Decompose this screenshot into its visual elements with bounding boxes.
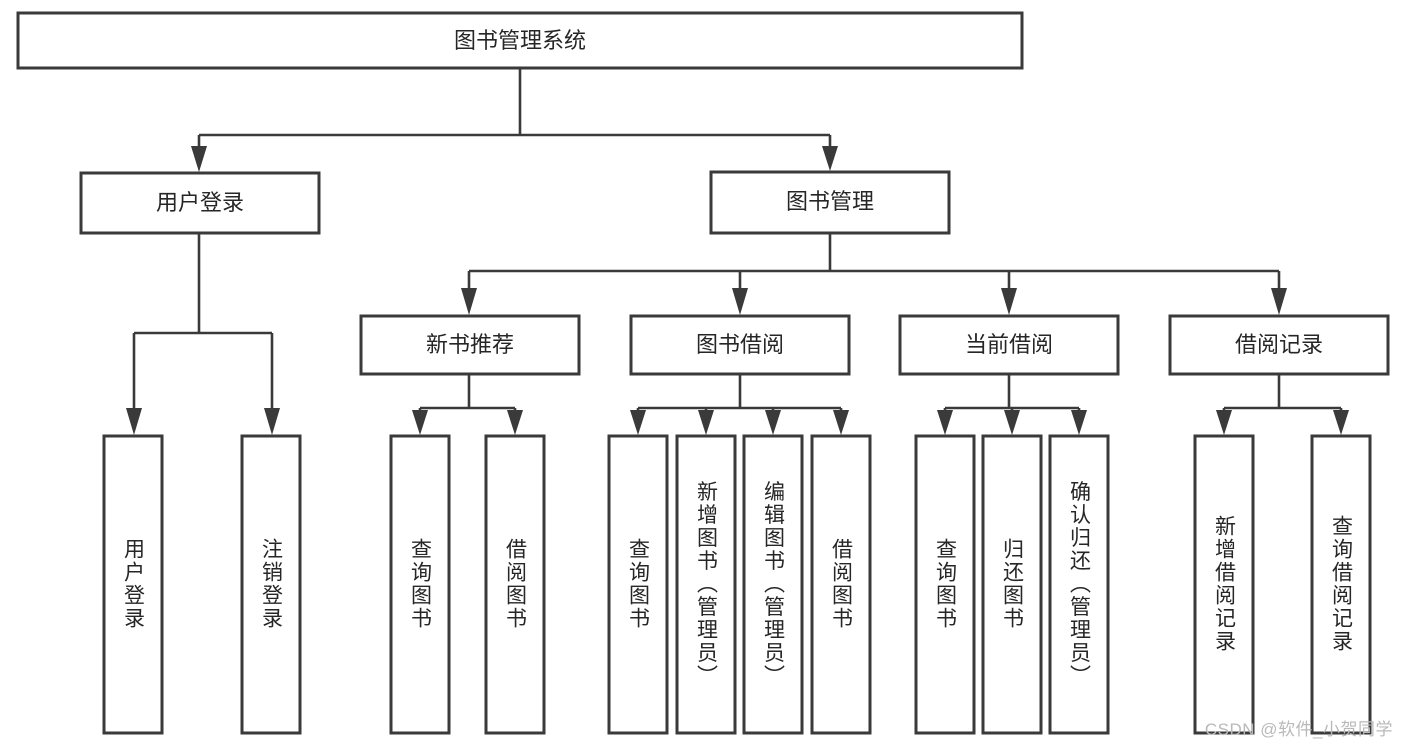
node-leaf-confirm-return-label: 确认归还（管理员） bbox=[1068, 481, 1092, 688]
node-leaf-query-book-2-box[interactable] bbox=[607, 434, 669, 735]
node-leaf-user-logout-box[interactable] bbox=[240, 434, 302, 735]
connector-group-current-borrow bbox=[937, 374, 1087, 435]
node-leaf-query-book-3[interactable]: 查询图书 bbox=[914, 434, 976, 735]
connector-group-root bbox=[191, 68, 838, 172]
node-leaf-add-record-label: 新增借阅记录 bbox=[1213, 515, 1237, 653]
node-leaf-user-login[interactable]: 用户登录 bbox=[102, 434, 164, 735]
arrow-bm-to-new-book-recommend-icon bbox=[461, 288, 477, 315]
node-leaf-add-record[interactable]: 新增借阅记录 bbox=[1193, 434, 1255, 735]
node-leaf-borrow-book-1-label: 借阅图书 bbox=[504, 538, 528, 630]
node-leaf-edit-book-label: 编辑图书（管理员） bbox=[762, 481, 786, 688]
node-leaf-return-book-label: 归还图书 bbox=[1001, 538, 1025, 630]
node-leaf-add-book[interactable]: 新增图书（管理员） bbox=[675, 434, 737, 735]
node-leaf-edit-book-box[interactable] bbox=[742, 434, 804, 735]
node-root[interactable]: 图书管理系统 bbox=[16, 11, 1024, 70]
node-leaf-borrow-book-1[interactable]: 借阅图书 bbox=[484, 434, 546, 735]
node-leaf-query-book-1-box[interactable] bbox=[389, 434, 451, 735]
node-leaf-query-book-1[interactable]: 查询图书 bbox=[389, 434, 451, 735]
node-leaf-query-record[interactable]: 查询借阅记录 bbox=[1310, 434, 1372, 735]
node-book-manage-box[interactable] bbox=[709, 170, 951, 235]
arrow-br-leaf2-icon bbox=[1333, 410, 1349, 435]
connector-group-borrow-record bbox=[1216, 374, 1349, 435]
node-leaf-borrow-book-2-label: 借阅图书 bbox=[830, 538, 854, 630]
node-leaf-return-book-box[interactable] bbox=[981, 434, 1043, 735]
arrow-bm-to-current-borrow-icon bbox=[1001, 288, 1017, 315]
node-borrow-record-box[interactable] bbox=[1168, 314, 1390, 376]
node-root-box[interactable] bbox=[16, 11, 1024, 70]
arrow-bm-to-book-borrow-icon bbox=[732, 288, 748, 315]
node-borrow-record-label: 借阅记录 bbox=[1235, 332, 1323, 357]
node-leaf-query-record-label: 查询借阅记录 bbox=[1330, 515, 1354, 653]
node-leaf-query-book-1-label: 查询图书 bbox=[409, 538, 433, 630]
node-new-book-recommend-box[interactable] bbox=[359, 314, 581, 376]
node-borrow-record[interactable]: 借阅记录 bbox=[1168, 314, 1390, 376]
node-leaf-edit-book[interactable]: 编辑图书（管理员） bbox=[742, 434, 804, 735]
arrow-bb-leaf3-icon bbox=[765, 410, 781, 435]
node-current-borrow-box[interactable] bbox=[898, 314, 1120, 376]
node-leaf-borrow-book-2-box[interactable] bbox=[810, 434, 872, 735]
arrow-br-leaf1-icon bbox=[1216, 410, 1232, 435]
arrow-nbr-leaf2-icon bbox=[507, 410, 523, 435]
arrow-cb-leaf1-icon bbox=[937, 410, 953, 435]
node-leaf-query-book-3-label: 查询图书 bbox=[934, 538, 958, 630]
node-new-book-recommend[interactable]: 新书推荐 bbox=[359, 314, 581, 376]
node-leaf-query-record-box[interactable] bbox=[1310, 434, 1372, 735]
node-leaf-borrow-book-2[interactable]: 借阅图书 bbox=[810, 434, 872, 735]
arrow-root-to-book-manage-icon bbox=[822, 146, 838, 171]
arrow-cb-leaf3-icon bbox=[1071, 410, 1087, 435]
node-leaf-user-login-label: 用户登录 bbox=[122, 538, 146, 630]
node-book-manage-label: 图书管理 bbox=[786, 189, 874, 214]
node-book-borrow-label: 图书借阅 bbox=[696, 332, 784, 357]
node-user-login-box[interactable] bbox=[79, 171, 321, 235]
node-leaf-user-login-box[interactable] bbox=[102, 434, 164, 735]
arrow-bm-to-borrow-record-icon bbox=[1271, 288, 1287, 315]
connector-group-user-login bbox=[126, 233, 280, 435]
arrow-user-login-leaf2-icon bbox=[264, 408, 280, 435]
node-leaf-query-book-3-box[interactable] bbox=[914, 434, 976, 735]
node-leaf-borrow-book-1-box[interactable] bbox=[484, 434, 546, 735]
node-leaf-confirm-return-box[interactable] bbox=[1048, 434, 1110, 735]
arrow-root-to-user-login-icon bbox=[191, 146, 207, 172]
connector-group-book-manage bbox=[461, 233, 1287, 315]
node-leaf-add-book-label: 新增图书（管理员） bbox=[695, 481, 719, 688]
node-leaf-user-logout-label: 注销登录 bbox=[260, 538, 284, 630]
arrow-bb-leaf1-icon bbox=[630, 410, 646, 435]
node-root-label: 图书管理系统 bbox=[454, 28, 586, 53]
node-leaf-query-book-2[interactable]: 查询图书 bbox=[607, 434, 669, 735]
arrow-nbr-leaf1-icon bbox=[412, 410, 428, 435]
node-new-book-recommend-label: 新书推荐 bbox=[426, 332, 514, 357]
node-leaf-user-logout[interactable]: 注销登录 bbox=[240, 434, 302, 735]
connector-group-new-book-recommend bbox=[412, 374, 523, 435]
node-current-borrow-label: 当前借阅 bbox=[965, 332, 1053, 357]
arrow-cb-leaf2-icon bbox=[1004, 410, 1020, 435]
node-leaf-return-book[interactable]: 归还图书 bbox=[981, 434, 1043, 735]
node-current-borrow[interactable]: 当前借阅 bbox=[898, 314, 1120, 376]
node-leaf-confirm-return[interactable]: 确认归还（管理员） bbox=[1048, 434, 1110, 735]
node-leaf-query-book-2-label: 查询图书 bbox=[627, 538, 651, 630]
arrow-user-login-leaf1-icon bbox=[126, 408, 142, 435]
connector-group-book-borrow bbox=[630, 374, 849, 435]
arrow-bb-leaf2-icon bbox=[698, 410, 714, 435]
node-user-login[interactable]: 用户登录 bbox=[79, 171, 321, 235]
node-book-borrow-box[interactable] bbox=[629, 314, 851, 376]
node-book-borrow[interactable]: 图书借阅 bbox=[629, 314, 851, 376]
arrow-bb-leaf4-icon bbox=[833, 410, 849, 435]
node-user-login-label: 用户登录 bbox=[156, 190, 244, 215]
node-leaf-add-book-box[interactable] bbox=[675, 434, 737, 735]
node-leaf-add-record-box[interactable] bbox=[1193, 434, 1255, 735]
node-book-manage[interactable]: 图书管理 bbox=[709, 170, 951, 235]
